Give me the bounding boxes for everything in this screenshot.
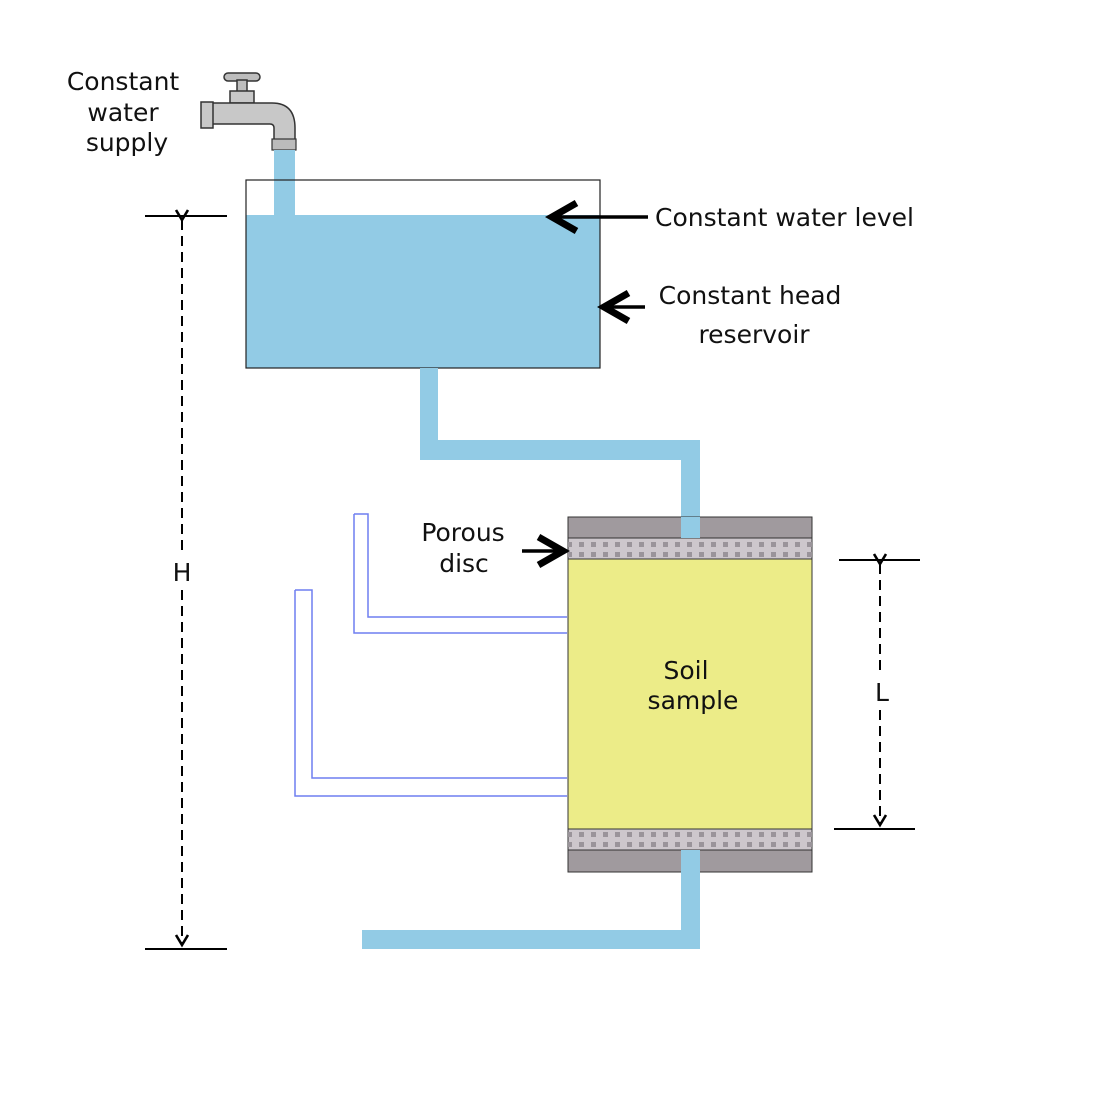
reservoir-water	[246, 215, 600, 368]
supply-water-stream	[274, 150, 295, 216]
soil-sample	[567, 558, 813, 830]
piezometer-upper	[353, 513, 567, 634]
feed-pipe	[420, 368, 700, 517]
water-level-label: Constant water level	[655, 203, 914, 232]
outlet-pipe	[362, 850, 700, 949]
soil-sample-label: Soil sample	[648, 656, 739, 715]
supply-label: Constant water supply	[67, 67, 187, 157]
l-dimension	[834, 553, 920, 830]
piezometer-lower	[294, 589, 567, 797]
l-label: L	[875, 678, 889, 707]
faucet-icon	[200, 72, 297, 151]
porous-disc-label: Porous disc	[421, 518, 512, 578]
permeameter	[567, 516, 813, 873]
h-dimension	[145, 209, 227, 950]
reservoir-label: Constant head reservoir	[659, 281, 850, 349]
h-label: H	[173, 558, 192, 587]
